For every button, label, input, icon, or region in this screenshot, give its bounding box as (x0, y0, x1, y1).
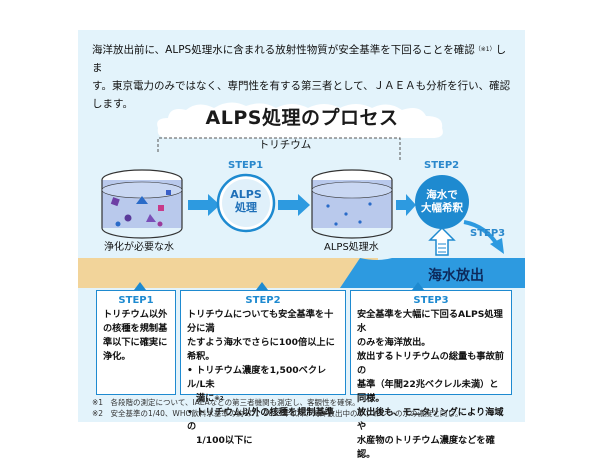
cloud-decoration (157, 102, 443, 138)
step3-box-body: 安全基準を大幅に下回るALPS処理水 のみを海洋放出。 放出するトリチウムの総量… (357, 308, 505, 462)
arrow-right-icon (396, 194, 416, 216)
step1-line: トリチウム以外 (103, 309, 168, 320)
step1-box-head: STEP1 (118, 295, 154, 306)
release-label: 海水放出 (428, 268, 484, 284)
step3-line: 水産物のトリチウム濃度などを確認。 (357, 435, 495, 460)
ocean-band (340, 258, 525, 288)
footnote-1: ※1 各段階の測定について、IAEAなどの第三者機関も測定し、客観性を確保。 (92, 398, 360, 407)
alps-circle (216, 173, 276, 233)
sea-circle-line1: 海水で (426, 189, 458, 201)
tritium-label: トリチウム (258, 139, 312, 151)
alps-circle-line2: 処理 (235, 201, 257, 214)
sea-dilution-circle (415, 175, 469, 229)
step2-line: トリチウムについても安全基準を十分に満 (187, 309, 334, 334)
step2-bullet-text: 1/100以下に (196, 435, 253, 446)
step1-box: STEP1 トリチウム以外 の核種を規制基 準以下に確実に 浄化。 (96, 290, 176, 395)
step2-bullet-text: トリチウム濃度を1,500ベクレル/L未 (187, 365, 327, 390)
intro-text: 海洋放出前に、ALPS処理水に含まれる放射性物質が安全基準を下回ることを確認（※… (92, 41, 516, 113)
footnote-2: ※2 安全基準の1/40、WHO飲料水基準の約1/7。2015年以降、海洋放出中… (92, 409, 463, 418)
step2-box-head: STEP2 (245, 295, 281, 306)
step3-box-head: STEP3 (413, 295, 449, 306)
tritium-dashed-line (157, 137, 401, 160)
step3-line: 安全基準を大幅に下回るALPS処理水 (357, 309, 503, 334)
step2-bullet-text: トリチウム以外の核種を規制基準の (187, 407, 334, 432)
arrow-right-icon (278, 194, 310, 216)
step3-line: 放出後も、モニタリングにより海域や (357, 407, 504, 432)
sea-circle-text: 海水で 大幅希釈 (414, 189, 470, 215)
connector-icon (134, 282, 146, 290)
step3-tag: STEP3 (470, 228, 506, 239)
step2-box-body: トリチウムについても安全基準を十分に満 たすよう海水でさらに100倍以上に希釈。… (187, 308, 339, 448)
sea-circle-line2: 大幅希釈 (421, 202, 463, 214)
alps-circle-line1: ALPS (230, 188, 262, 201)
arrow-right-icon (188, 194, 220, 216)
step3-box: STEP3 安全基準を大幅に下回るALPS処理水 のみを海洋放出。 放出するトリ… (350, 290, 512, 460)
step1-line: 浄化。 (103, 351, 131, 362)
step2-line: たすよう海水でさらに100倍以上に希釈。 (187, 337, 335, 362)
sand-band (78, 258, 378, 288)
alps-circle-text: ALPS 処理 (218, 188, 274, 214)
step1-line: の核種を規制基 (103, 323, 168, 334)
tank-right-label: ALPS処理水 (324, 242, 379, 253)
tank-left-label: 浄化が必要な水 (104, 242, 174, 253)
connector-icon (412, 282, 424, 290)
step2-bullet-text: 満に (196, 393, 215, 404)
intro-line2: す。東京電力のみではなく、専門性を有する第三者として、ＪＡＥＡも分析を行い、確認… (92, 80, 511, 110)
intro-note-mark: （※1） (474, 46, 496, 53)
step3-line: のみを海洋放出。 (357, 337, 431, 348)
step2-tag: STEP2 (424, 160, 460, 171)
left-tank-icon (101, 169, 183, 239)
intro-line1: 海洋放出前に、ALPS処理水に含まれる放射性物質が安全基準を下回ることを確認 (92, 44, 475, 56)
process-diagram (78, 137, 525, 290)
page-title: ALPS処理のプロセス (205, 107, 399, 129)
step3-line: 放出するトリチウムの総量も事故前の (357, 351, 504, 376)
right-tank-icon (311, 169, 393, 239)
step2-bullet-2: トリチウム以外の核種を規制基準の 1/100以下に (187, 406, 339, 448)
intro-line1-end: しま (92, 44, 507, 74)
step3-line: 基準（年間22兆ベクレル未満）と同様。 (357, 379, 499, 404)
footnotes: ※1 各段階の測定について、IAEAなどの第三者機関も測定し、客観性を確保。 ※… (92, 397, 512, 419)
step1-line: 準以下に確実に (103, 337, 168, 348)
step2-note-mark: ※2 (214, 396, 224, 402)
arrow-up-icon (428, 226, 456, 256)
step2-box: STEP2 トリチウムについても安全基準を十分に満 たすよう海水でさらに100倍… (180, 290, 346, 446)
step1-tag: STEP1 (228, 160, 264, 171)
step1-box-body: トリチウム以外 の核種を規制基 準以下に確実に 浄化。 (103, 308, 169, 364)
connector-icon (256, 282, 268, 290)
